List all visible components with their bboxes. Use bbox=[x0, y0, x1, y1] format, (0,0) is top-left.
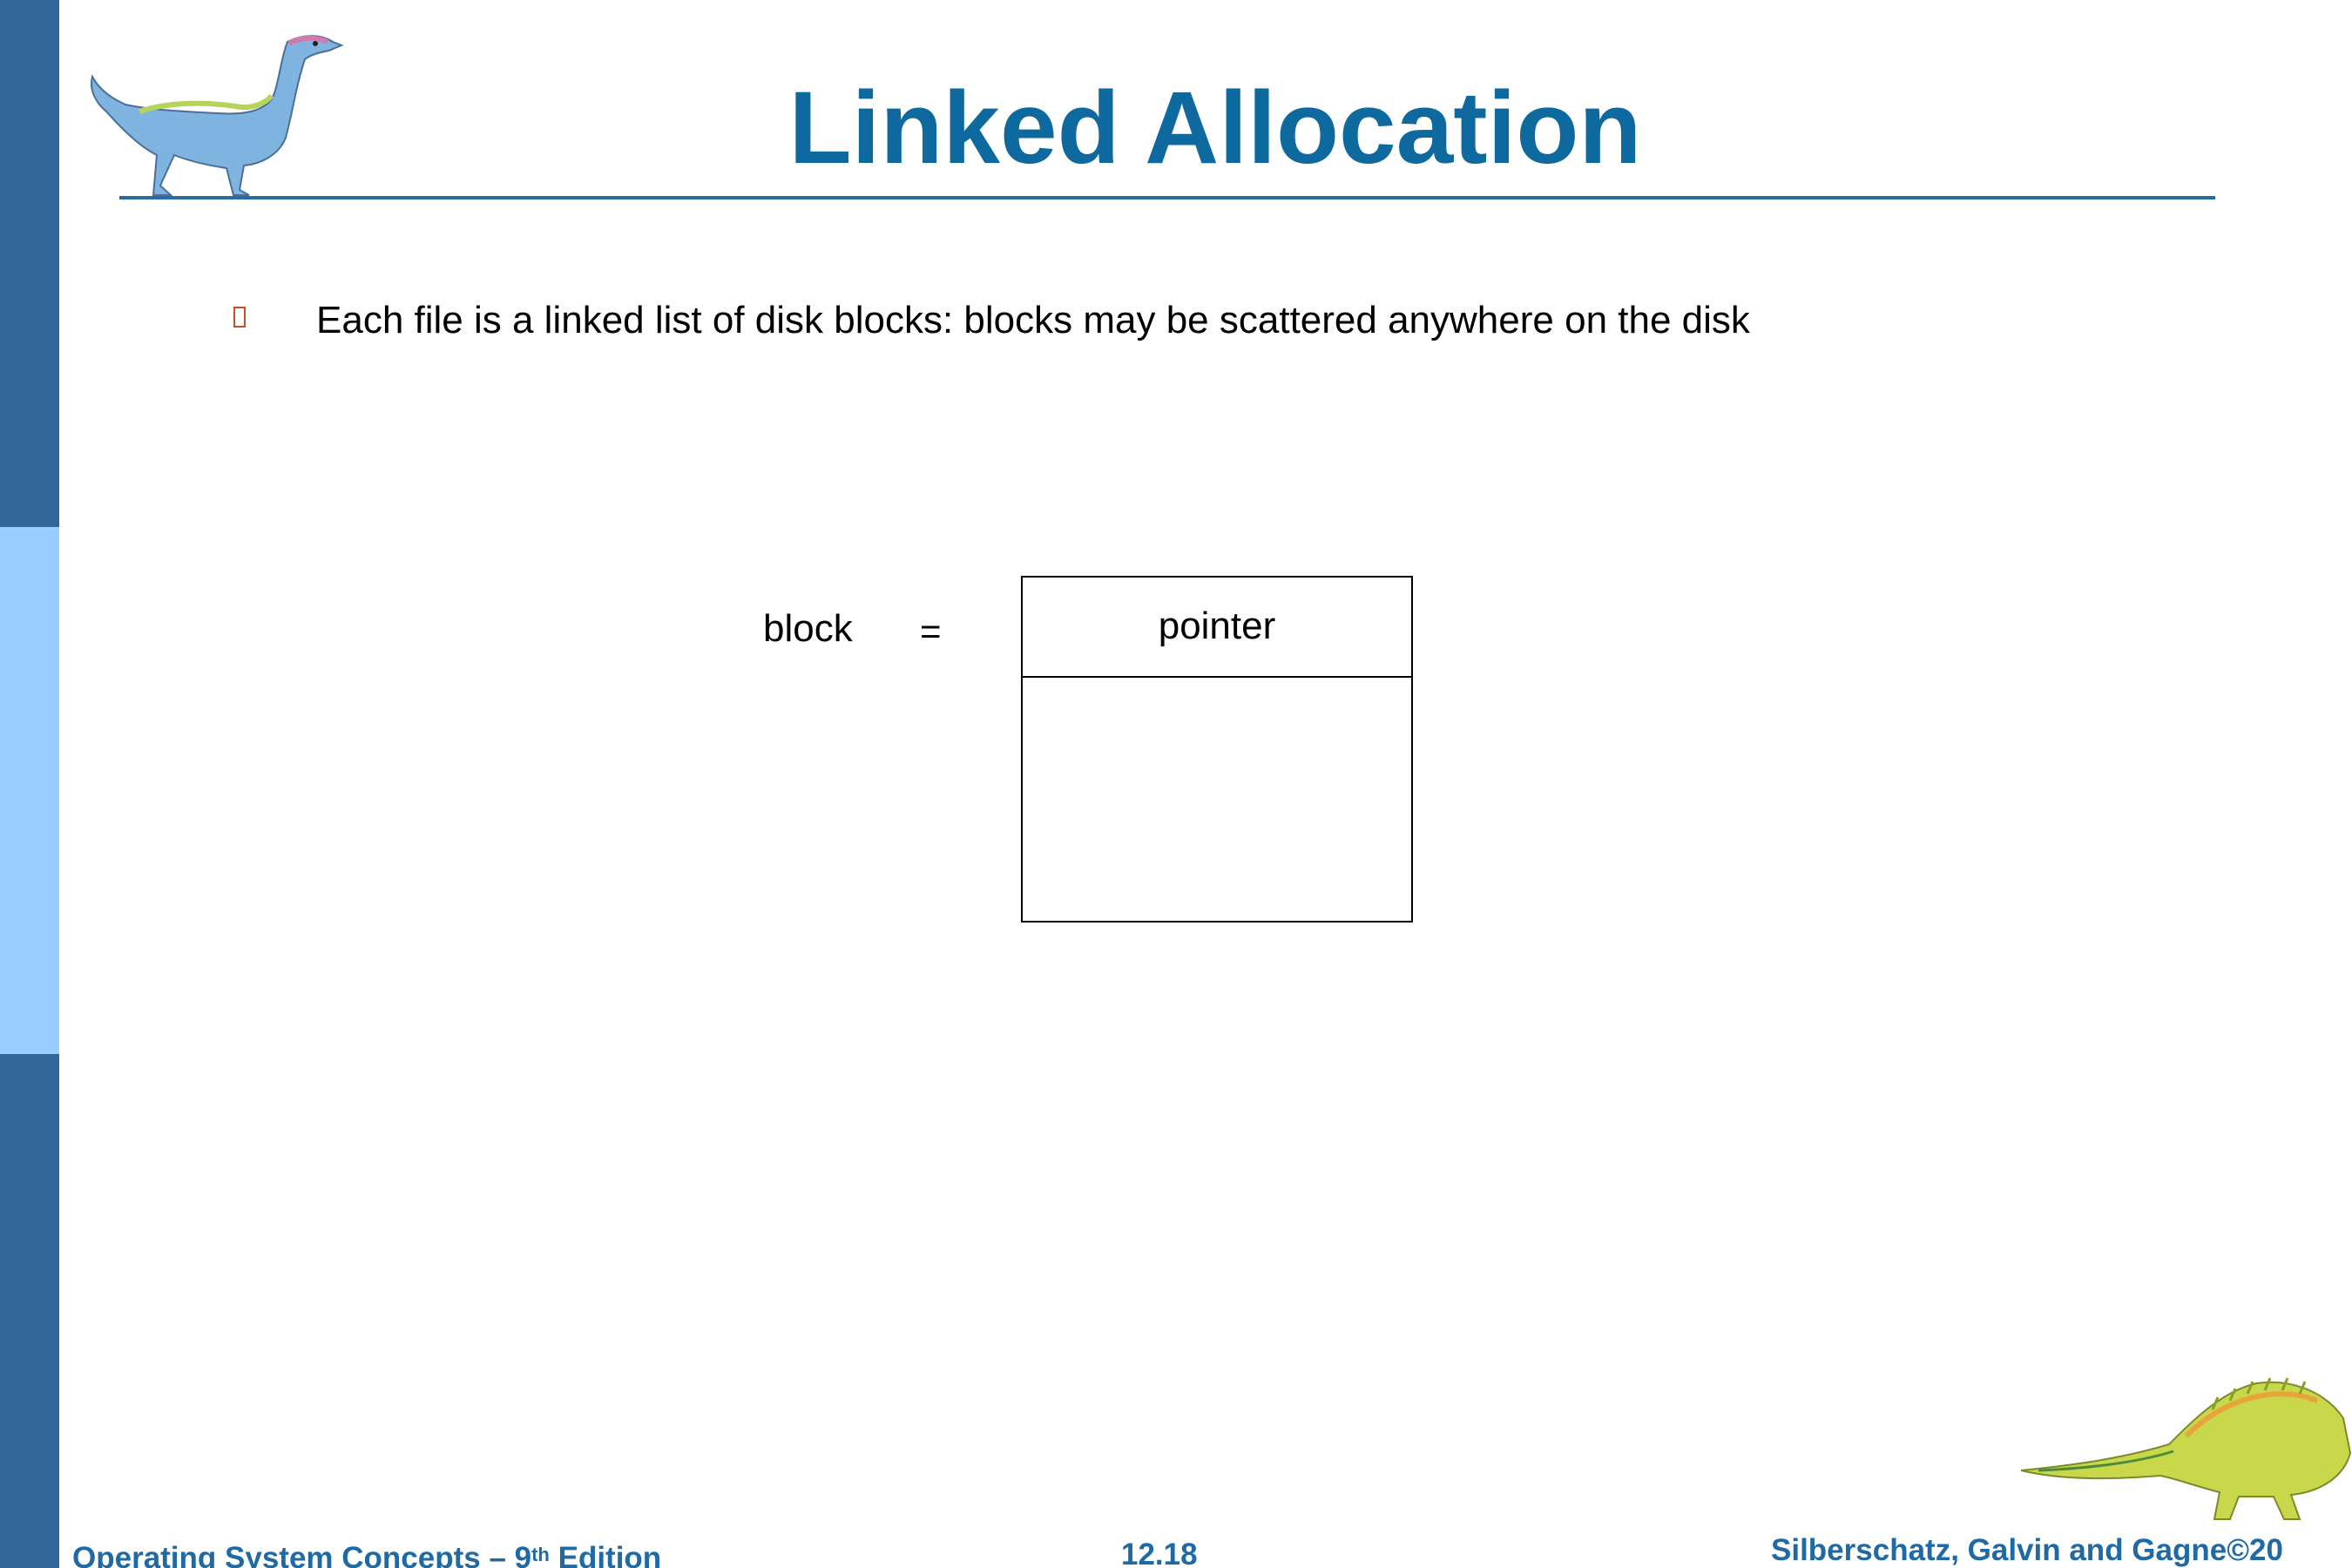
bullet-text: Each file is a linked list of disk block… bbox=[316, 299, 1750, 341]
footer-book-title-sup: th bbox=[531, 1544, 550, 1565]
block-diagram: pointer bbox=[1021, 576, 1413, 923]
sidebar-middle-segment bbox=[0, 527, 59, 1054]
footer-book-title-prefix: Operating System Concepts – 9 bbox=[72, 1541, 532, 1568]
block-label: block bbox=[763, 607, 853, 650]
dinosaur-top-left-icon bbox=[91, 35, 344, 196]
footer-copyright: Silberschatz, Galvin and Gagne©20 bbox=[1771, 1533, 2283, 1567]
dinosaur-bottom-right-icon bbox=[2020, 1377, 2352, 1520]
title-divider bbox=[119, 196, 2215, 199]
footer-page-number: 12.18 bbox=[1121, 1538, 1198, 1568]
pointer-cell: pointer bbox=[1023, 578, 1411, 678]
sidebar-bottom-segment bbox=[0, 1054, 59, 1568]
footer-book-title: Operating System Concepts – 9th Edition bbox=[72, 1538, 661, 1568]
sidebar-top-segment bbox=[0, 0, 59, 527]
data-cell bbox=[1023, 678, 1411, 923]
square-bullet-icon bbox=[233, 307, 246, 328]
slide-title: Linked Allocation bbox=[788, 71, 1642, 186]
equals-sign: = bbox=[920, 611, 942, 652]
footer-book-title-suffix: Edition bbox=[549, 1541, 662, 1568]
